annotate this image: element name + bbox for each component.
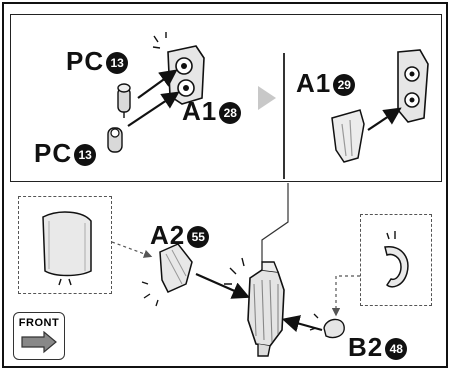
detail-box-right [360,214,432,306]
detail-hook-icon [361,215,433,307]
part-pc-13-upper [118,84,130,118]
part-pc-13-lower [108,128,122,152]
part-a1-28-bracket [153,32,204,104]
part-number-badge: 29 [333,74,355,96]
label-code: B2 [348,334,383,360]
part-number-badge: 48 [385,338,407,360]
detail-cover-icon [19,197,113,295]
part-number-badge: 55 [187,226,209,248]
label-code: A1 [182,98,217,124]
part-a1-29-bracket [398,50,428,122]
front-label: FRONT [14,317,64,329]
part-a2-55-shell [142,244,192,306]
part-number-badge: 28 [219,102,241,124]
front-indicator: FRONT [13,312,65,360]
label-code: PC [66,48,104,74]
label-code: A2 [150,222,185,248]
step-arrow-icon [258,86,276,110]
part-number-badge: 13 [74,144,96,166]
main-leg-assembly [224,258,284,356]
label-code: A1 [296,70,331,96]
detail-box-left [18,196,112,294]
leader-line [262,183,288,262]
label-code: PC [34,140,72,166]
front-arrow-icon [14,331,64,355]
part-b2-48-clip [310,314,344,338]
part-number-badge: 13 [106,52,128,74]
part-a1-29-cover [332,110,364,162]
